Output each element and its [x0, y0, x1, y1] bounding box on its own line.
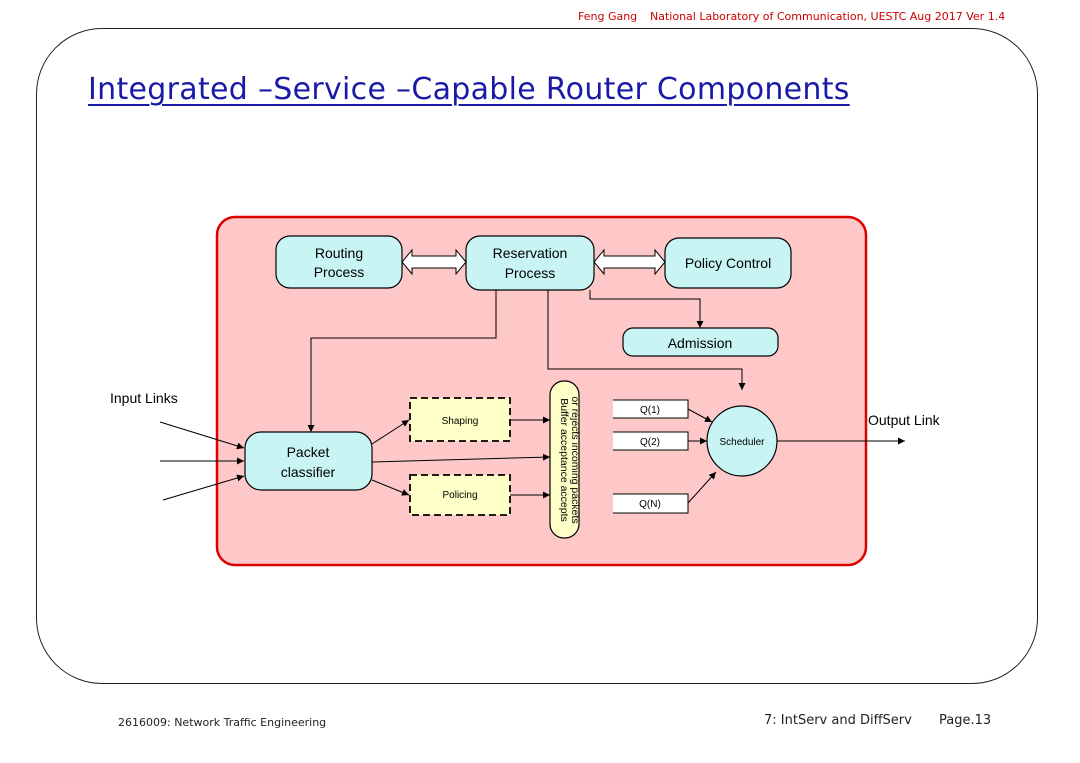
classifier-to-buffer-arrow: [371, 453, 551, 463]
reservation-to-admission-arrow: [589, 290, 704, 328]
slide-frame: [36, 28, 1038, 684]
packet-classifier-label-line1: Packet: [287, 444, 330, 460]
policing-label: Policing: [442, 490, 477, 501]
queue-2: [613, 432, 688, 450]
buffer-acceptance-label-line2: or rejects incoming packets: [569, 396, 581, 523]
reservation-process-label-line2: Process: [505, 265, 556, 281]
classifier-to-shaping-arrow: [371, 419, 410, 445]
queue-n-to-scheduler-arrow: [687, 471, 717, 504]
reservation-to-scheduler-arrow: [547, 290, 746, 390]
buffer-acceptance-box: [549, 380, 580, 539]
routing-process-label-line1: Routing: [315, 245, 363, 261]
packet-classifier-box: [244, 431, 373, 491]
input-link-1: [159, 421, 245, 450]
queue-1-label: Q(1): [640, 405, 660, 416]
input-link-3: [162, 474, 245, 501]
output-link-label: Output Link: [868, 412, 941, 428]
slide-title: Integrated –Service –Capable Router Comp…: [88, 72, 850, 107]
classifier-to-policing-arrow: [371, 479, 410, 496]
queue-n: [613, 494, 688, 513]
queue-n-outline: [613, 493, 689, 514]
shaping-box: [409, 397, 511, 442]
scheduler-label: Scheduler: [719, 437, 765, 448]
reservation-process-label-line1: Reservation: [493, 245, 568, 261]
policing-box: [409, 474, 511, 516]
reservation-to-classifier-arrow: [307, 290, 497, 432]
header-institution: National Laboratory of Communication, UE…: [650, 10, 1006, 23]
queue-1: [613, 400, 688, 418]
policy-control-box: [664, 237, 792, 289]
input-links-label: Input Links: [110, 390, 178, 406]
routing-process-box: [275, 235, 403, 289]
footer-page: Page.13: [939, 713, 992, 728]
reservation-process-box: [465, 235, 595, 291]
shaping-label: Shaping: [442, 416, 479, 427]
header-author: Feng Gang: [578, 10, 638, 23]
admission-label: Admission: [668, 335, 733, 351]
buffer-acceptance-label-line1: Buffer acceptance accepts: [558, 398, 570, 522]
routing-process-label-line2: Process: [314, 264, 365, 280]
packet-classifier-label-line2: classifier: [281, 464, 336, 480]
queue-n-label: Q(N): [639, 499, 661, 510]
router-panel: [215, 215, 868, 567]
footer-course: 2616009: Network Traffic Engineering: [118, 716, 327, 729]
queue-2-label: Q(2): [640, 437, 660, 448]
queue-1-to-scheduler-arrow: [687, 408, 713, 423]
policy-control-label: Policy Control: [685, 255, 771, 271]
footer-chapter: 7: IntServ and DiffServ: [764, 713, 912, 728]
